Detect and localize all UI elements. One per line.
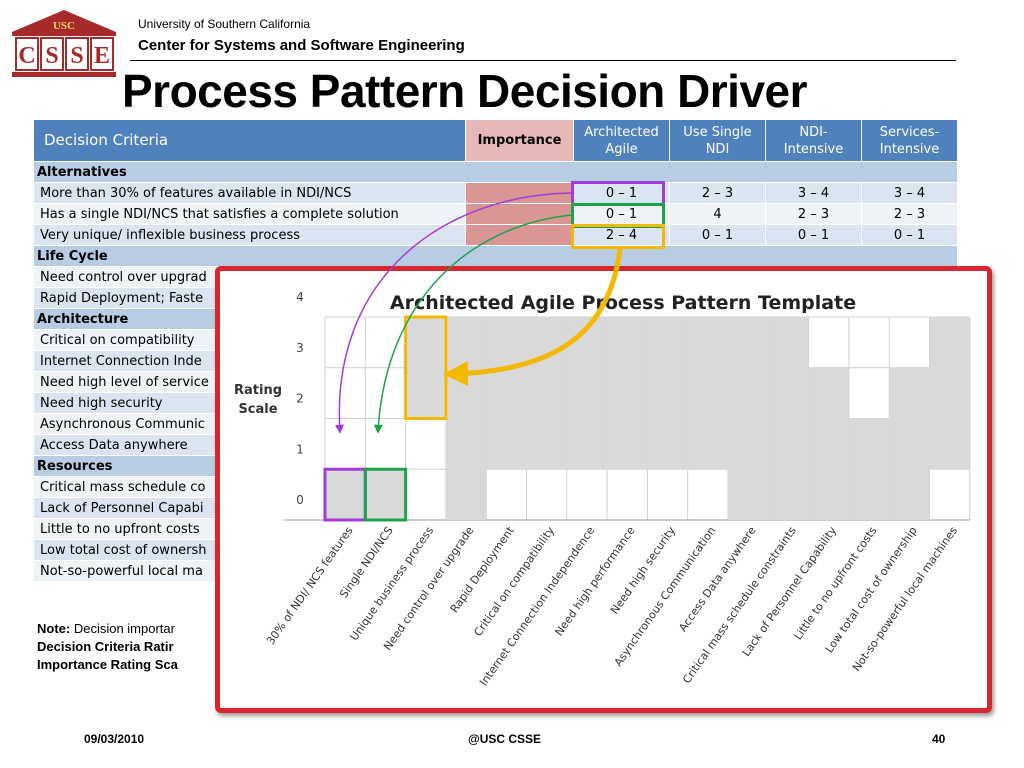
range-bar [728,317,769,520]
header-importance: Importance [465,119,574,162]
logo-usc-text: USC [53,20,75,32]
axis-label-rating: Rating [234,383,282,398]
note-label: Note: [37,621,71,636]
table-row: Very unique/ inflexible business process… [33,224,958,246]
footer-date: 09/03/2010 [84,732,145,746]
header-use-single-ndi: Use Single NDI [669,119,766,162]
range-bar [445,317,487,520]
table-row: Has a single NDI/NCS that satisfies a co… [33,203,958,225]
value-cell: 2 – 3 [861,203,958,225]
x-tick-label: Little to no upfront costs [791,524,879,642]
highlight-bar-box [363,467,408,522]
center-name: Center for Systems and Software Engineer… [138,37,465,54]
range-bar [405,317,446,419]
value-cell: 0 – 1 [861,224,958,246]
range-bar [848,418,890,520]
row-label: Has a single NDI/NCS that satisfies a co… [33,203,466,225]
x-tick-label: Unique business process [348,524,437,643]
range-bar [566,317,608,470]
chart-title: Architected Agile Process Pattern Templa… [390,292,856,314]
range-bar [607,317,648,470]
value-cell: 2 – 3 [669,182,766,204]
logo-letter: S [45,43,58,69]
logo-letter: C [18,43,35,69]
range-bar [526,317,567,470]
importance-cell [465,203,574,225]
note-line-2: Decision Criteria Ratir [37,639,174,654]
table-row: More than 30% of features available in N… [33,182,958,204]
range-bar [365,469,406,520]
row-label: More than 30% of features available in N… [33,182,466,204]
note-line-3: Importance Rating Sca [37,657,178,672]
university-name: University of Southern California [138,17,311,31]
pattern-template-chart: Architected Agile Process Pattern Templa… [234,290,971,688]
y-tick-label: 4 [296,290,304,304]
value-cell: 4 [669,203,766,225]
range-bar [768,317,809,520]
x-tick-label: Critical on compatibility [471,524,557,639]
row-label: Very unique/ inflexible business process [33,224,466,246]
page-title: Process Pattern Decision Driver [122,65,808,117]
section-life-cycle: Life Cycle [33,245,958,267]
header-architected-agile: Architected Agile [573,119,670,162]
importance-cell [465,182,574,204]
header-decision-criteria: Decision Criteria [33,119,466,162]
x-tick-label: Need high performance [552,524,637,638]
value-cell: 2 – 4 [573,224,670,246]
highlight-box-yellow [571,224,665,249]
footer-center: @USC CSSE [468,732,542,746]
x-tick-label: Access Data anywhere [676,524,758,634]
range-bar [889,367,930,520]
header-services-intensive: Services-Intensive [861,119,958,162]
y-tick-label: 0 [296,493,304,507]
section-alternatives: Alternatives [33,161,958,183]
footer-page-number: 40 [932,732,946,746]
header-ndi-intensive: NDI-Intensive [765,119,862,162]
header-rule [130,60,956,61]
range-bar [486,317,527,470]
range-bar [929,317,970,470]
value-cell: 0 – 1 [765,224,862,246]
logo-letter: E [94,43,110,69]
range-bar [325,469,366,520]
axis-label-scale: Scale [238,402,277,417]
logo-letter-box [15,37,39,71]
logo-letter: S [70,43,83,69]
range-bar [647,317,688,470]
logo-letter-box [90,37,114,71]
y-tick-label: 1 [296,442,304,456]
logo-letter-box [40,37,64,71]
y-tick-label: 3 [296,341,304,355]
y-tick-label: 2 [296,392,304,406]
importance-cell [465,224,574,246]
logo-letter-box [65,37,89,71]
note-text: Note: Decision importar Decision Criteri… [37,620,178,674]
pattern-template-overlay: Architected Agile Process Pattern Templa… [215,266,992,713]
range-bar [687,317,728,470]
note-line-1: Decision importar [70,621,175,636]
value-cell: 3 – 4 [861,182,958,204]
range-bar [808,367,849,520]
value-cell: 0 – 1 [669,224,766,246]
value-cell: 3 – 4 [765,182,862,204]
value-cell: 2 – 3 [765,203,862,225]
